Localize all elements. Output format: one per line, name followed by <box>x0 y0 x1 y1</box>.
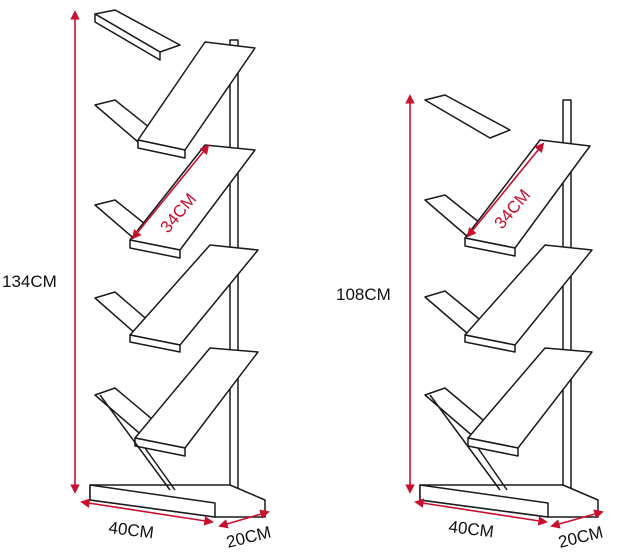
right-bookshelf <box>419 94 599 518</box>
right-depth-label: 20CM <box>556 522 605 551</box>
left-board-l1-edge <box>94 13 161 61</box>
left-trunk-line <box>99 394 171 491</box>
right-width-label: 40CM <box>448 517 495 541</box>
right-board-l1 <box>424 94 511 139</box>
left-board-r3 <box>129 244 259 346</box>
right-board-r3-edge <box>467 437 519 457</box>
right-board-r1-edge <box>464 237 516 257</box>
left-depth-dimension <box>218 509 270 529</box>
left-depth-label: 20CM <box>224 522 273 551</box>
left-trunk-line-2 <box>144 447 176 491</box>
right-trunk-line-2 <box>477 447 508 491</box>
right-board-r2 <box>464 244 593 346</box>
left-board-dimension <box>131 144 210 240</box>
left-board-r2-edge <box>129 239 181 259</box>
left-width-dimension <box>80 498 214 526</box>
right-board-r2-edge <box>464 334 516 353</box>
left-height-label: 134CM <box>2 272 57 291</box>
right-board-r3 <box>467 347 593 449</box>
right-height-label: 108CM <box>336 285 391 304</box>
right-trunk-line <box>429 394 501 491</box>
right-width-dimension <box>414 498 548 526</box>
left-bookshelf <box>89 9 266 518</box>
right-depth-dimension <box>550 509 604 529</box>
left-board-r4 <box>134 347 259 449</box>
left-width-label: 40CM <box>108 518 155 542</box>
right-board-dimension <box>466 142 545 238</box>
left-board-r3-edge <box>129 334 181 353</box>
